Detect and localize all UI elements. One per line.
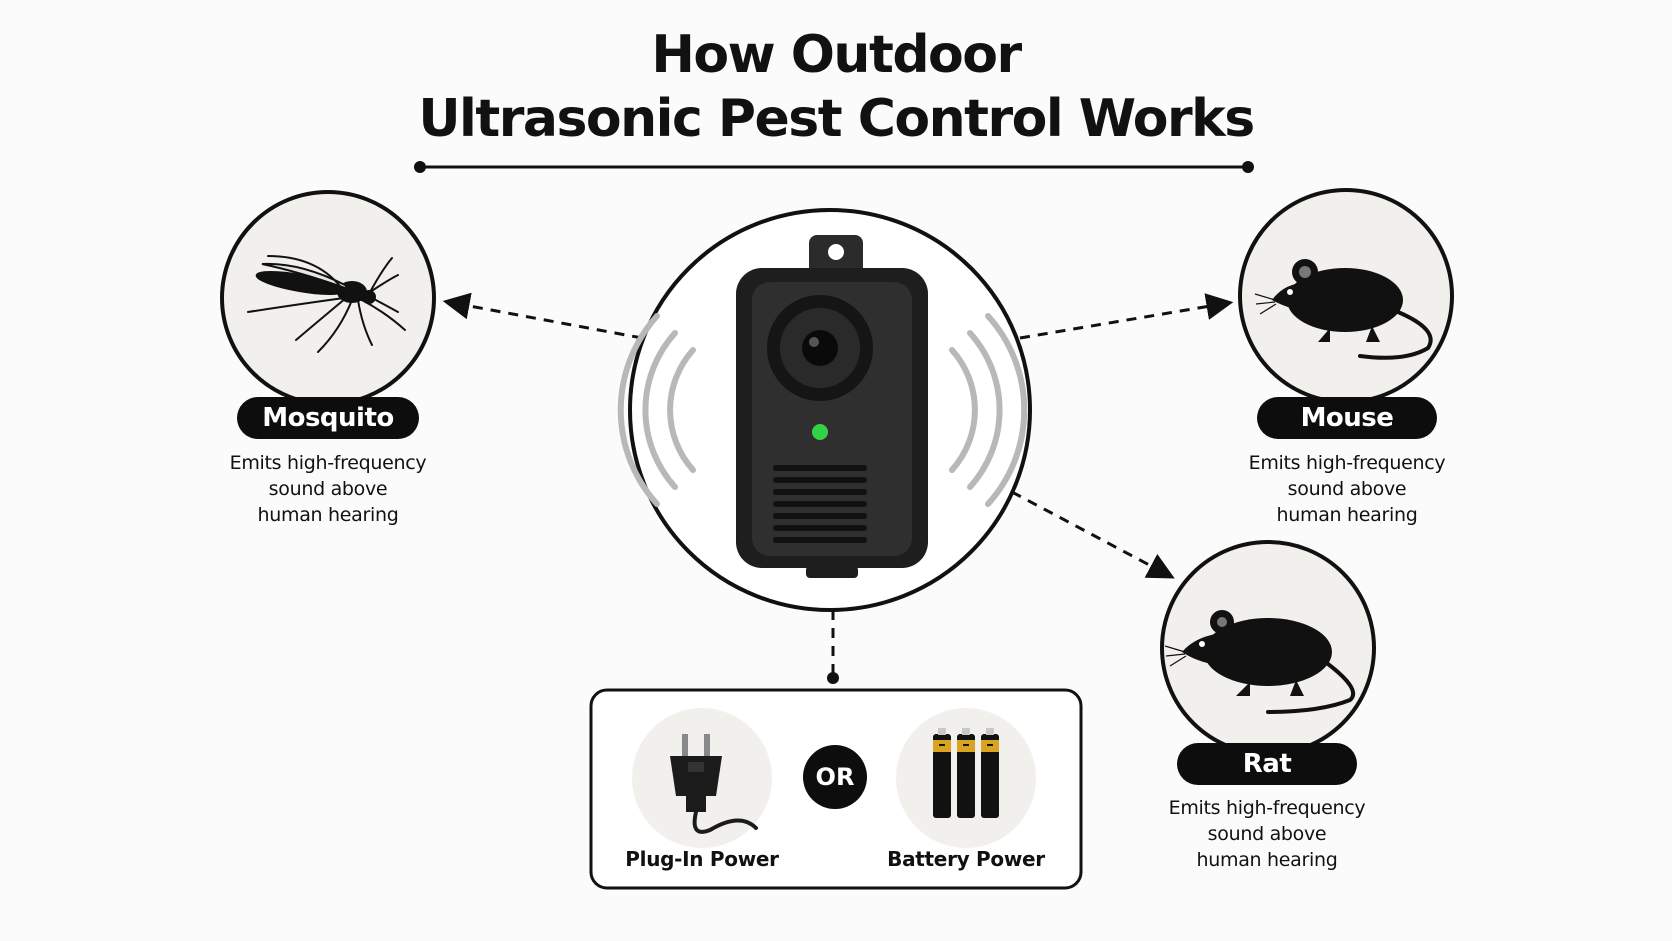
- label-battery-power: Battery Power: [887, 847, 1045, 871]
- mosquito-circle: [220, 190, 436, 406]
- title-line-2: Ultrasonic Pest Control Works: [418, 89, 1255, 149]
- rat-icon: [1164, 610, 1356, 714]
- desc-line: human hearing: [1276, 504, 1418, 526]
- mouse-icon: [1254, 259, 1433, 360]
- label-mouse: Mouse: [1257, 397, 1437, 439]
- desc-line: human hearing: [257, 504, 399, 526]
- desc-line: human hearing: [1196, 849, 1338, 871]
- mouse-circle: [1238, 188, 1454, 404]
- or-separator: OR: [803, 745, 867, 809]
- ultrasonic-repeller-icon: [736, 235, 928, 578]
- desc-line: sound above: [1287, 478, 1407, 500]
- battery-icon: [933, 728, 999, 818]
- desc-mosquito: Emits high-frequency sound above human h…: [198, 450, 458, 528]
- rat-circle: [1160, 540, 1376, 756]
- desc-line: sound above: [268, 478, 388, 500]
- device-circle: [617, 208, 1032, 612]
- label-plug-in-power: Plug-In Power: [625, 847, 779, 871]
- arrow-to-mosquito: [442, 292, 643, 340]
- desc-mouse: Emits high-frequency sound above human h…: [1217, 450, 1477, 528]
- sound-waves-left: [617, 313, 696, 507]
- connector-arrows: [442, 292, 1234, 675]
- arrow-to-rat: [1011, 490, 1175, 579]
- title-underline: [414, 161, 1254, 173]
- title-line-1: How Outdoor: [651, 25, 1022, 85]
- desc-line: sound above: [1207, 823, 1327, 845]
- sound-waves-right: [949, 313, 1028, 507]
- desc-line: Emits high-frequency: [229, 452, 427, 474]
- desc-line: Emits high-frequency: [1168, 797, 1366, 819]
- mosquito-icon: [247, 255, 406, 353]
- power-plug-icon: [670, 734, 758, 834]
- desc-line: Emits high-frequency: [1248, 452, 1446, 474]
- label-rat: Rat: [1177, 743, 1357, 785]
- label-mosquito: Mosquito: [237, 397, 419, 439]
- device-indicator-light: [812, 424, 828, 440]
- connector-dot: [827, 672, 839, 684]
- arrow-to-mouse: [1019, 293, 1234, 340]
- desc-rat: Emits high-frequency sound above human h…: [1137, 795, 1397, 873]
